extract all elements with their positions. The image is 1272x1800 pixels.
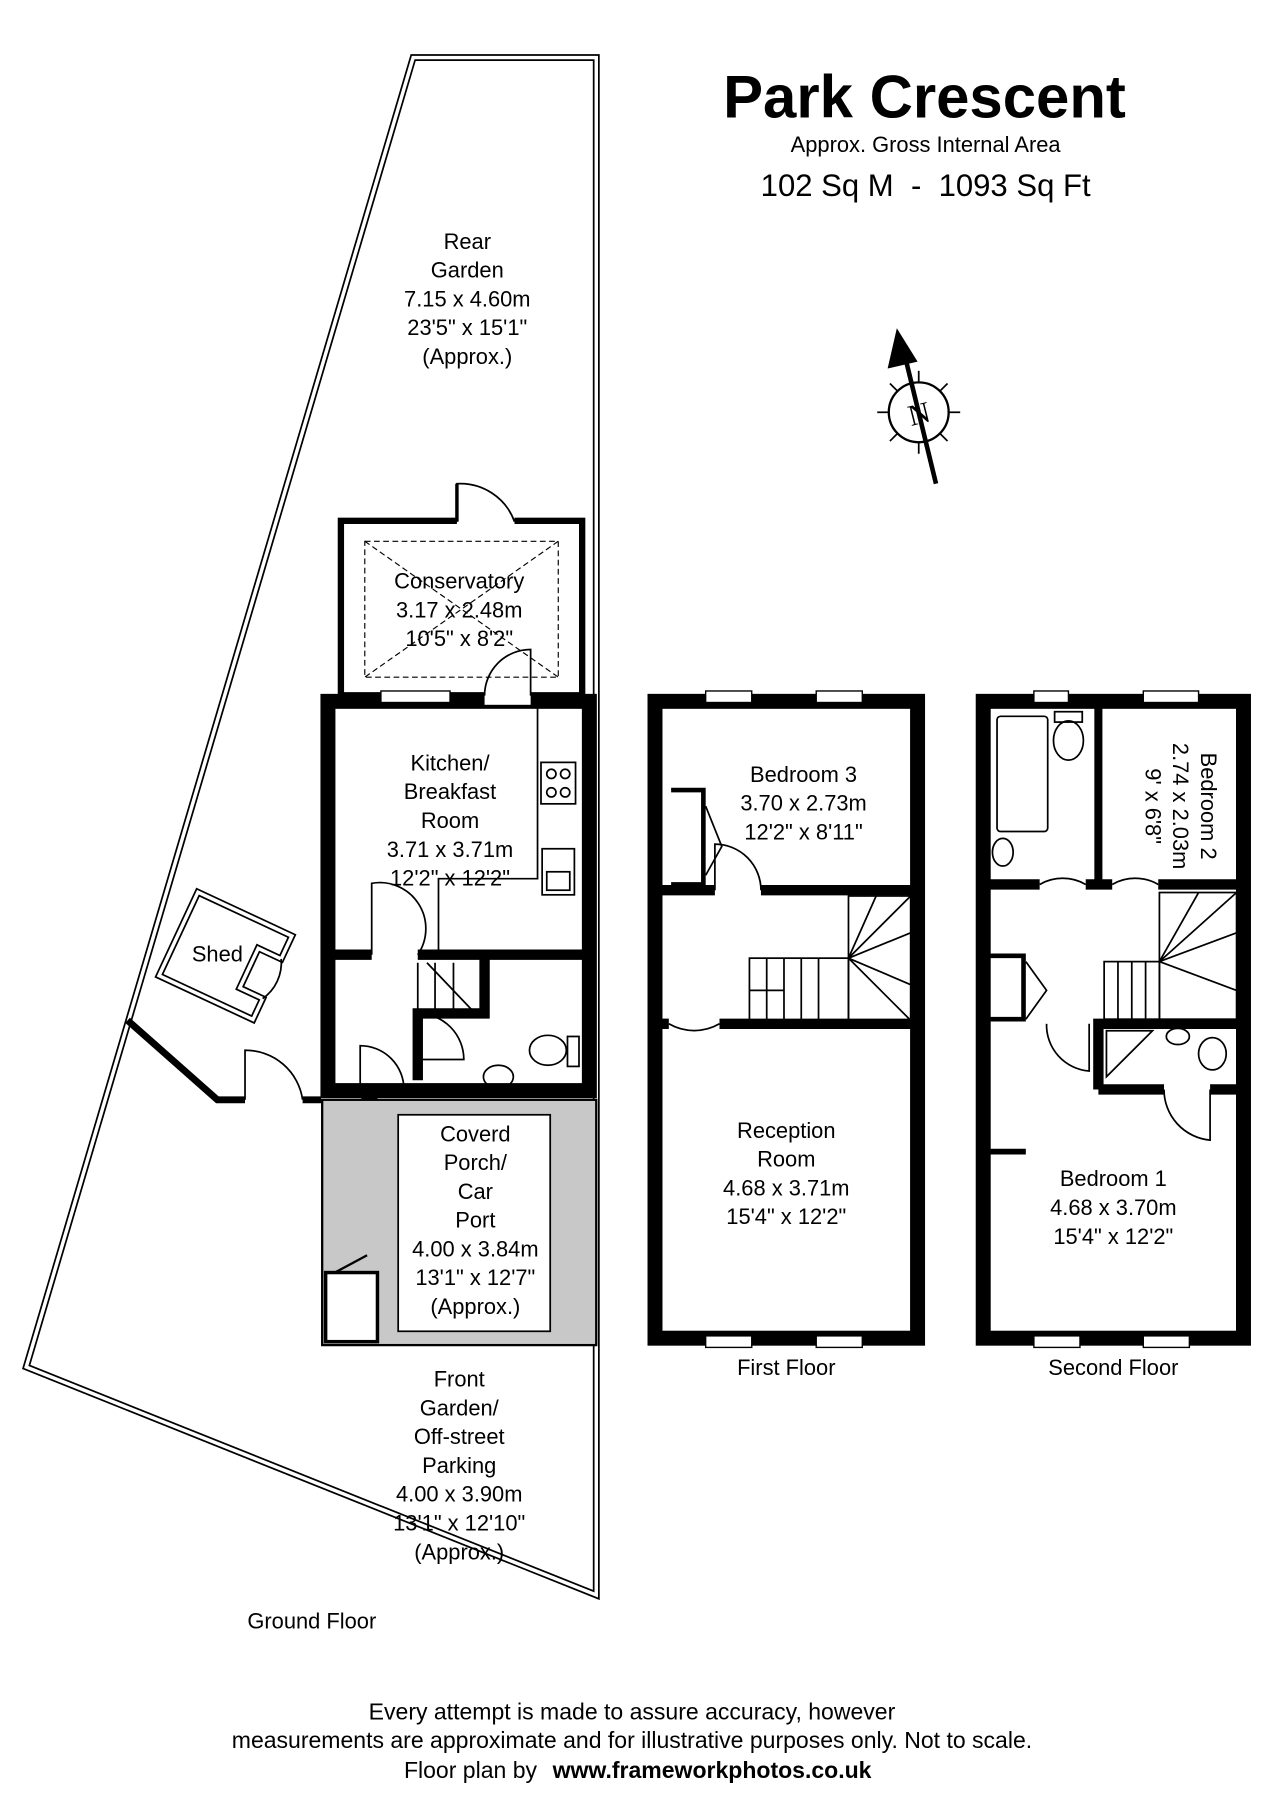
floor-label-ground: Ground Floor [247, 1608, 376, 1633]
room-dimensions-imperial: 9' x 6'8" [1141, 768, 1166, 844]
area-subtitle: Approx. Gross Internal Area [791, 132, 1062, 157]
credit-prefix: Floor plan by [404, 1757, 538, 1783]
room-dimensions-imperial: 10'5" x 8'2" [405, 626, 513, 651]
room-bedroom-1: Bedroom 1 4.68 x 3.70m 15'4" x 12'2" [1050, 1166, 1176, 1249]
room-name: Bedroom 2 [1196, 753, 1221, 860]
room-name: Room [421, 808, 479, 833]
page-title: Park Crescent [723, 63, 1126, 130]
room-name: Breakfast [404, 779, 496, 804]
first-floor-plan [647, 690, 926, 1349]
room-dimensions-imperial: 12'2" x 8'11" [744, 820, 862, 845]
room-dimensions-imperial: 15'4" x 12'2" [726, 1204, 846, 1229]
room-dimensions-imperial: 15'4" x 12'2" [1053, 1224, 1173, 1249]
room-name: Front [434, 1367, 485, 1392]
room-note: (Approx.) [422, 344, 512, 369]
room-dimensions-metric: 7.15 x 4.60m [404, 286, 530, 311]
room-reception: Reception Room 4.68 x 3.71m 15'4" x 12'2… [723, 1118, 849, 1229]
shed [154, 887, 297, 1025]
room-dimensions-metric: 4.00 x 3.84m [412, 1236, 538, 1261]
room-dimensions-imperial: 13'1" x 12'7" [415, 1265, 535, 1290]
room-porch: Coverd Porch/ Car Port 4.00 x 3.84m 13'1… [412, 1121, 538, 1319]
room-note: (Approx.) [414, 1539, 504, 1564]
room-dimensions-metric: 4.68 x 3.70m [1050, 1195, 1176, 1220]
kitchen-block [320, 648, 597, 1118]
room-dimensions-metric: 3.17 x 2.48m [396, 597, 522, 622]
room-conservatory: Conservatory 3.17 x 2.48m 10'5" x 8'2" [394, 568, 524, 651]
north-compass-icon: N [877, 328, 961, 485]
room-name: Reception [737, 1118, 836, 1143]
credit-line: Floor plan by www.frameworkphotos.co.uk [404, 1757, 872, 1783]
room-dimensions-metric: 4.00 x 3.90m [396, 1482, 522, 1507]
second-floor-plan [975, 690, 1251, 1349]
room-name: Porch/ [444, 1150, 508, 1175]
room-bedroom-2: Bedroom 2 2.74 x 2.03m 9' x 6'8" [1141, 743, 1221, 869]
room-name: Conservatory [394, 568, 524, 593]
room-name: Rear [444, 229, 491, 254]
room-dimensions-metric: 2.74 x 2.03m [1168, 743, 1193, 869]
area-total: 102 Sq M - 1093 Sq Ft [761, 168, 1091, 203]
room-name: Bedroom 3 [750, 762, 857, 787]
room-dimensions-metric: 3.71 x 3.71m [387, 837, 513, 862]
shed-label: Shed [192, 942, 243, 967]
room-dimensions-imperial: 13'1" x 12'10" [393, 1511, 525, 1536]
room-name: Garden [431, 258, 504, 283]
room-dimensions-metric: 4.68 x 3.71m [723, 1175, 849, 1200]
room-name: Coverd [440, 1121, 511, 1146]
covered-porch [321, 1098, 598, 1347]
room-front-garden: Front Garden/ Off-street Parking 4.00 x … [393, 1367, 525, 1565]
room-rear-garden: Rear Garden 7.15 x 4.60m 23'5" x 15'1" (… [404, 229, 530, 369]
room-dimensions-imperial: 23'5" x 15'1" [407, 315, 527, 340]
room-name: Bedroom 1 [1060, 1166, 1167, 1191]
room-name: Room [757, 1147, 815, 1172]
floor-label-second: Second Floor [1048, 1355, 1178, 1380]
room-name: Off-street [414, 1424, 505, 1449]
garden-boundary [22, 54, 600, 1601]
disclaimer-line-1: Every attempt is made to assure accuracy… [369, 1698, 896, 1724]
room-note: (Approx.) [430, 1294, 520, 1319]
room-dimensions-imperial: 12'2" x 12'2" [390, 866, 510, 891]
room-dimensions-metric: 3.70 x 2.73m [740, 791, 866, 816]
room-bedroom-3: Bedroom 3 3.70 x 2.73m 12'2" x 8'11" [740, 762, 866, 845]
credit-link[interactable]: www.frameworkphotos.co.uk [552, 1757, 872, 1783]
room-name: Port [455, 1208, 495, 1233]
floor-label-first: First Floor [737, 1355, 835, 1380]
room-name: Parking [422, 1453, 496, 1478]
room-name: Car [458, 1179, 493, 1204]
room-name: Kitchen/ [410, 750, 490, 775]
room-kitchen: Kitchen/ Breakfast Room 3.71 x 3.71m 12'… [387, 750, 513, 890]
disclaimer-line-2: measurements are approximate and for ill… [232, 1727, 1032, 1753]
room-name: Garden/ [420, 1395, 500, 1420]
